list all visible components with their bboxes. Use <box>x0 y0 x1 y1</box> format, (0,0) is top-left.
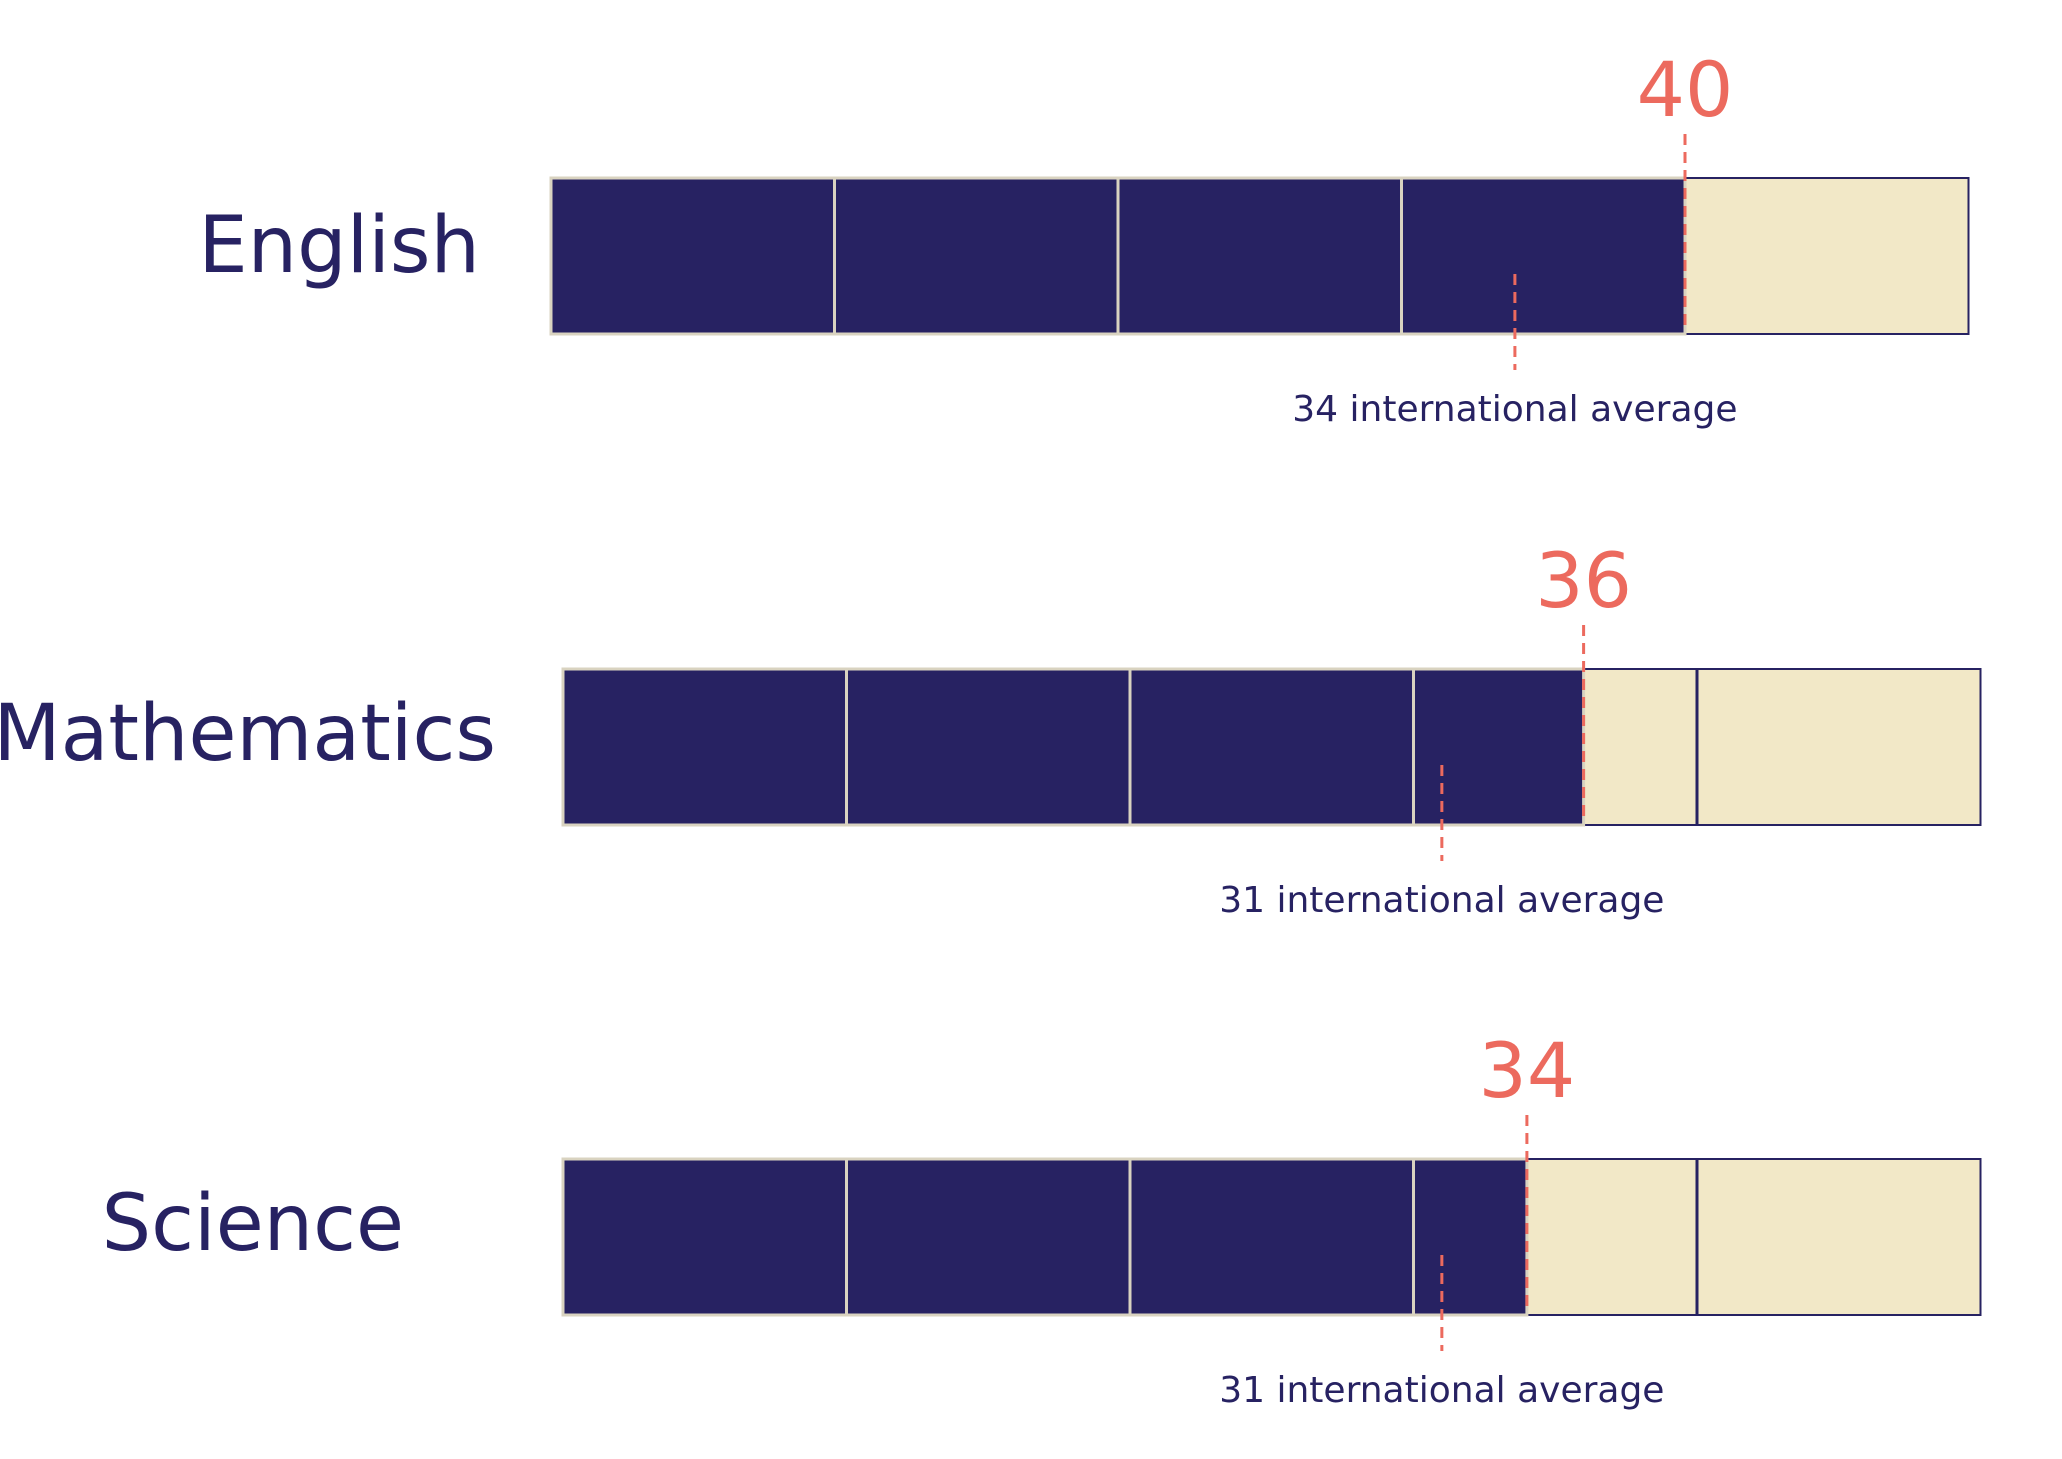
row-science: Science 34 31 international average <box>102 1026 1982 1411</box>
value-label-science: 34 <box>1479 1026 1576 1115</box>
bar-mathematics <box>561 625 1982 861</box>
bar-fill-border-science <box>561 1157 1529 1317</box>
bar-fill-border-english <box>549 176 1687 336</box>
average-label-science: 31 international average <box>1219 1370 1664 1411</box>
bar-science <box>561 1115 1982 1351</box>
subject-label-science: Science <box>102 1179 404 1269</box>
bar-fill-border-mathematics <box>561 667 1586 827</box>
bar-fill-science <box>563 1159 1527 1315</box>
average-label-mathematics: 31 international average <box>1219 880 1664 921</box>
value-label-english: 40 <box>1637 45 1734 134</box>
bar-english <box>549 134 1970 370</box>
average-label-english: 34 international average <box>1292 389 1737 430</box>
subject-label-english: English <box>198 201 480 291</box>
value-label-mathematics: 36 <box>1535 536 1632 625</box>
row-mathematics: Mathematics 36 31 international average <box>0 536 1982 921</box>
row-english: English 40 34 international average <box>198 45 1970 430</box>
bar-fill-mathematics <box>563 669 1584 825</box>
subject-label-mathematics: Mathematics <box>0 689 496 779</box>
